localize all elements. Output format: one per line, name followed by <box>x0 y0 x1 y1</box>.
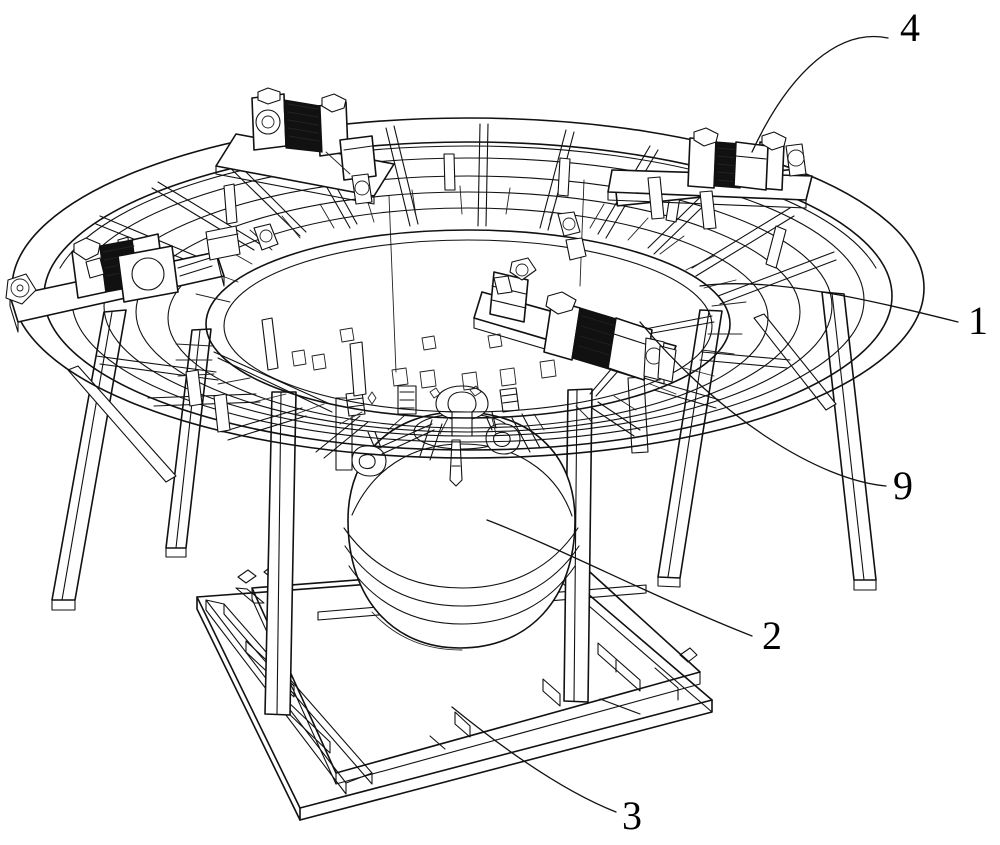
callout-label-2: 2 <box>762 613 782 658</box>
rim-pulley-brackets <box>85 211 587 295</box>
callout-label-9: 9 <box>893 463 913 508</box>
radial-spokes-front <box>95 351 791 461</box>
suspension-cable <box>388 195 397 373</box>
leg-far-right <box>753 291 877 591</box>
spherical-vessel <box>343 411 580 651</box>
callout-label-4: 4 <box>900 5 920 50</box>
annular-truss-frame <box>11 117 925 461</box>
winch-assembly-front-right <box>473 257 677 385</box>
winch-assembly-top-left <box>215 87 395 205</box>
leg-right <box>657 309 723 588</box>
under-ring-fittings <box>291 327 557 391</box>
callout-label-1: 1 <box>968 298 988 343</box>
winch-assembly-top-right <box>607 127 813 230</box>
callout-labels: 4 1 9 2 3 <box>622 5 988 838</box>
callout-label-3: 3 <box>622 793 642 838</box>
callout-leaders <box>451 36 959 813</box>
suspension-cable-2 <box>579 179 585 287</box>
winch-assembly-left <box>5 225 241 333</box>
leg-center <box>563 388 593 703</box>
leg-front-left <box>51 309 127 611</box>
